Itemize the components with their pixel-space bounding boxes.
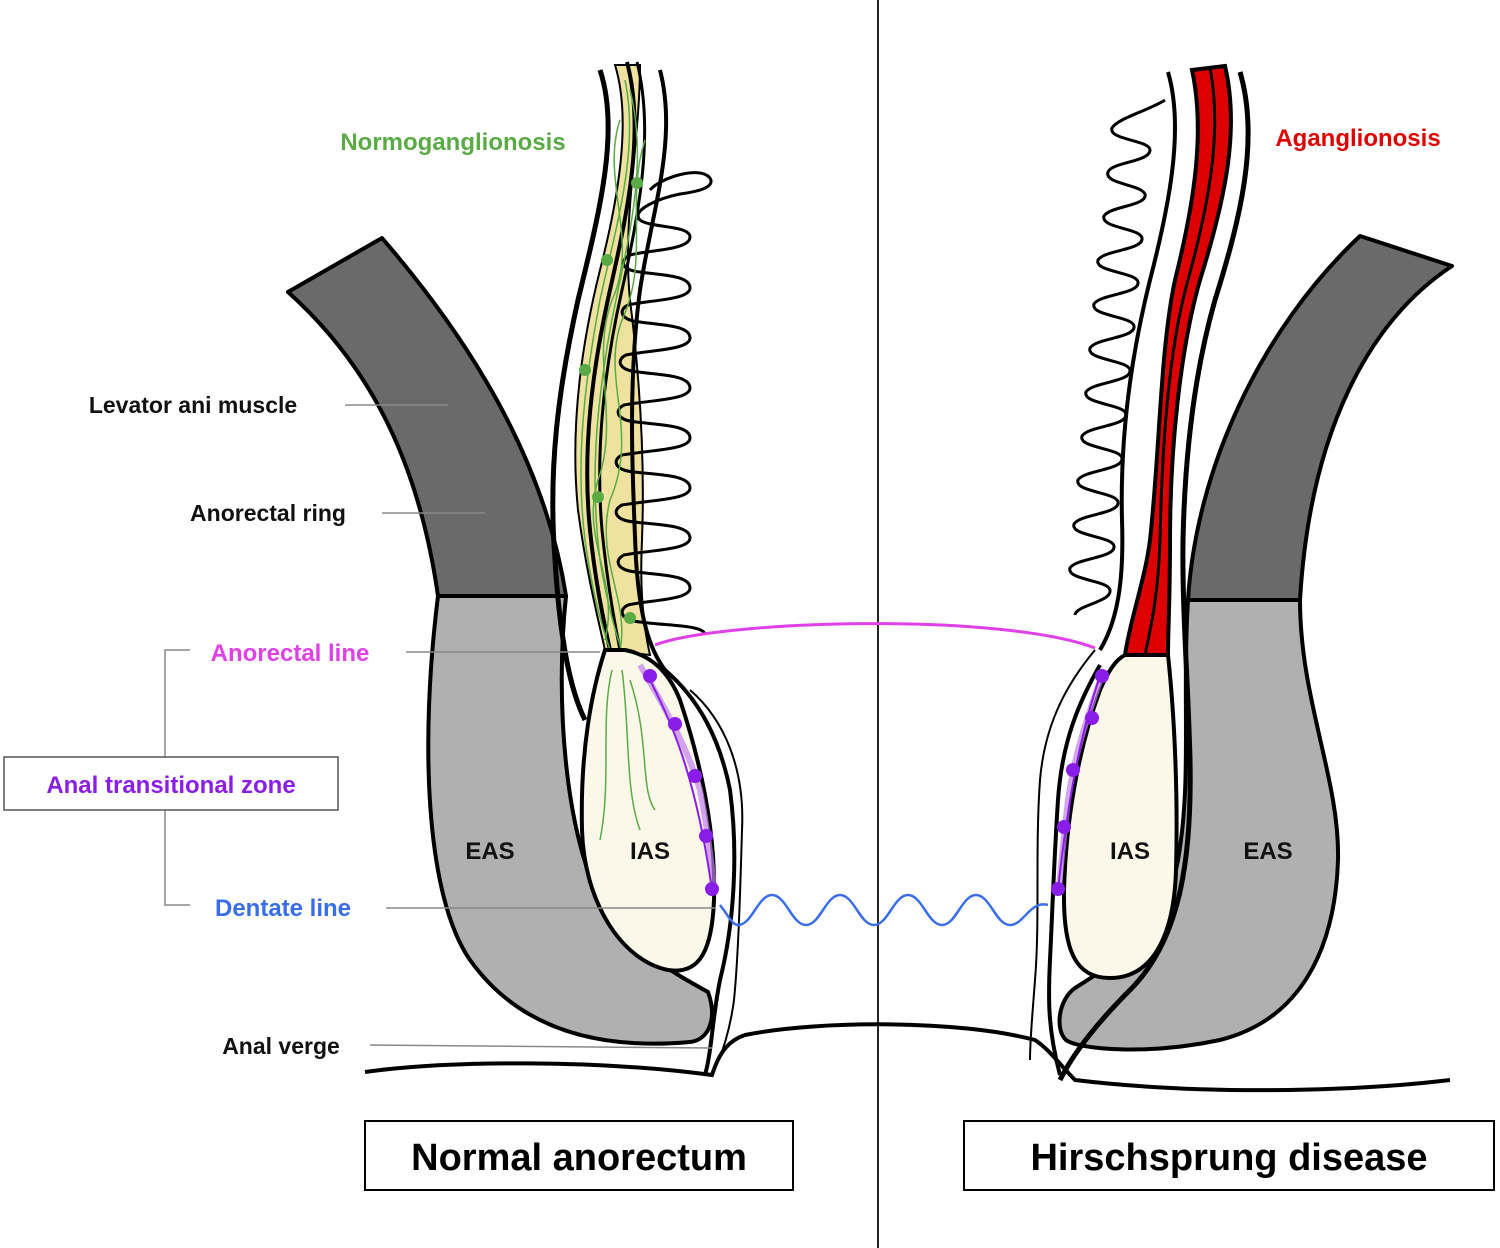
eas-left-label: EAS (465, 838, 514, 865)
mucosa-line-left (630, 69, 669, 672)
ias-left (579, 648, 717, 973)
ganglion-cells-left (579, 177, 643, 624)
crypts-left (614, 171, 713, 636)
anorectal-line-label: Anorectal line (211, 640, 370, 667)
hirschsprung-title-text: Hirschsprung disease (1030, 1137, 1427, 1179)
anal-canal-inner-right (1047, 664, 1102, 1076)
eas-right-label: EAS (1243, 838, 1292, 865)
anal-canal-outer-right (1029, 649, 1096, 1061)
hirschsprung-panel (1029, 63, 1454, 1082)
perineum-line (364, 1022, 1451, 1093)
submucosa-left (574, 64, 652, 657)
anorectal-ring-label: Anorectal ring (190, 500, 346, 526)
hirschsprung-title: Hirschsprung disease (963, 1120, 1495, 1191)
anal-transitional-zone-label: Anal transitional zone (46, 772, 295, 799)
anorectal-line-arc (654, 622, 1096, 650)
levator-ani-right (1186, 234, 1454, 602)
mucosa-line-right (1098, 71, 1177, 652)
normal-anorectum-title: Normal anorectum (364, 1120, 794, 1191)
transitional-zone-right (1051, 669, 1109, 896)
aganglionic-inner-line (1143, 67, 1217, 656)
eas-left (426, 594, 714, 1046)
rectal-wall-outer-left (550, 69, 611, 722)
muscularis-line-2 (598, 61, 647, 661)
ias-left-label: IAS (630, 838, 670, 865)
levator-ani-label: Levator ani muscle (89, 392, 297, 418)
leader-lines (164, 404, 716, 1049)
rectal-wall-outer-right (1057, 71, 1251, 1082)
anal-canal-outer-left (663, 668, 737, 1076)
anal-verge-label: Anal verge (222, 1033, 340, 1059)
anal-canal-inner-left (689, 689, 744, 1071)
ias-right-label: IAS (1110, 838, 1150, 865)
aganglionosis-label: Aganglionosis (1275, 125, 1440, 152)
dentate-line-wave (719, 893, 1049, 927)
transitional-zone-left (637, 663, 719, 896)
muscularis-line-1 (585, 61, 637, 661)
levator-ani-left (286, 236, 568, 598)
normoganglionosis-label: Normoganglionosis (340, 129, 565, 156)
normal-anorectum-panel (286, 61, 744, 1076)
dentate-line-label: Dentate line (215, 895, 351, 922)
normal-anorectum-title-text: Normal anorectum (411, 1137, 747, 1179)
crypts-right (1068, 98, 1166, 616)
ias-fibers-left (599, 669, 656, 841)
atz-label-box (3, 756, 339, 811)
